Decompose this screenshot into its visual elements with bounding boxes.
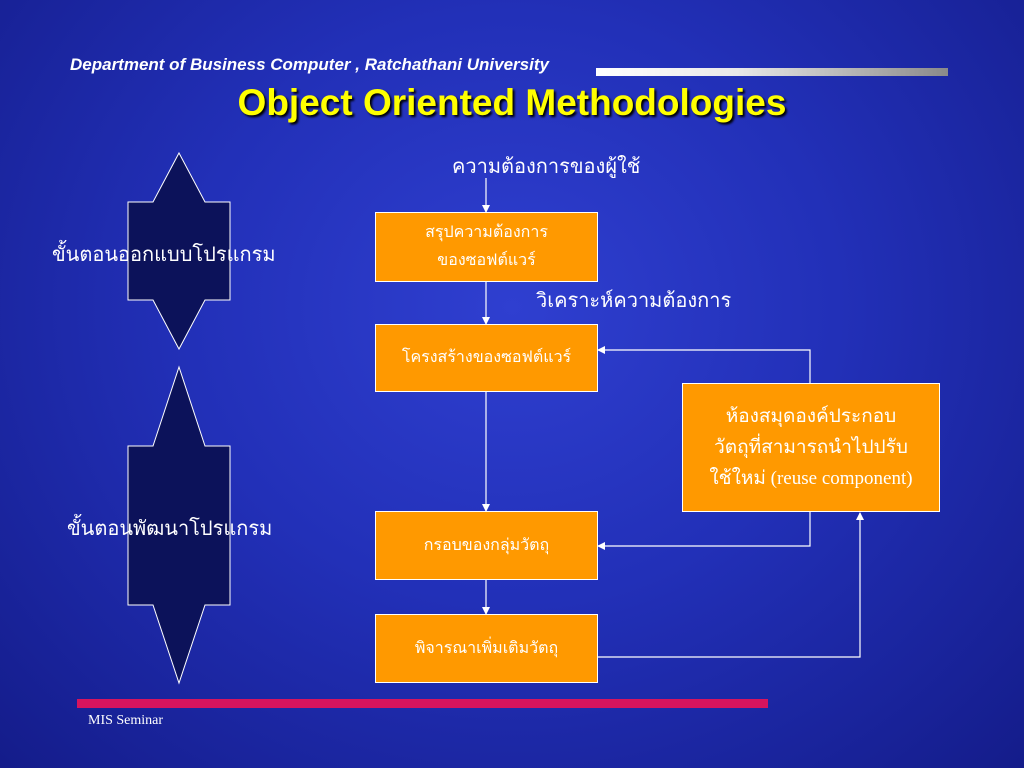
header-gradient-bar (596, 68, 948, 76)
consider-more-objects-box: พิจารณาเพิ่มเติมวัตถุ (375, 614, 598, 683)
requirements-analysis-label: วิเคราะห์ความต้องการ (536, 290, 732, 312)
consider-to-reuse-arrow (598, 512, 864, 658)
design-phase-arrow-shape (127, 151, 231, 351)
reuse-library-line-3: ใช้ใหม่ (reuse component) (709, 468, 913, 489)
reuse-component-library-box: ห้องสมุดองค์ประกอบ วัตถุที่สามารถนำไปปรั… (682, 383, 940, 512)
reuse-library-line-2: วัตถุที่สามารถนำไปปรับ (714, 437, 908, 458)
software-requirements-box: สรุปความต้องการ ของซอฟต์แวร์ (375, 212, 598, 282)
software-structure-text: โครงสร้างของซอฟต์แวร์ (401, 349, 572, 366)
development-phase-arrow-shape (127, 365, 231, 685)
software-requirements-line-2: ของซอฟต์แวร์ (437, 252, 536, 269)
footer-bar (77, 699, 768, 708)
consider-more-objects-text: พิจารณาเพิ่มเติมวัตถุ (414, 639, 559, 657)
slide-title: Object Oriented Methodologies (237, 82, 787, 123)
development-phase-label: ขั้นตอนพัฒนาโปรแกรม (67, 518, 273, 540)
object-group-framework-box: กรอบของกลุ่มวัตถุ (375, 511, 598, 580)
reuse-to-framework-arrow (597, 512, 811, 550)
reuse-to-structure-arrow (597, 346, 811, 383)
software-requirements-line-1: สรุปความต้องการ (425, 224, 548, 241)
software-structure-box: โครงสร้างของซอฟต์แวร์ (375, 324, 598, 392)
department-header: Department of Business Computer , Ratcha… (70, 55, 549, 74)
object-group-framework-text: กรอบของกลุ่มวัตถุ (423, 536, 550, 554)
user-requirements-label: ความต้องการของผู้ใช้ (452, 156, 641, 178)
footer-text: MIS Seminar (88, 713, 164, 728)
design-phase-label: ขั้นตอนออกแบบโปรแกรม (52, 244, 276, 266)
reuse-library-line-1: ห้องสมุดองค์ประกอบ (725, 406, 897, 427)
